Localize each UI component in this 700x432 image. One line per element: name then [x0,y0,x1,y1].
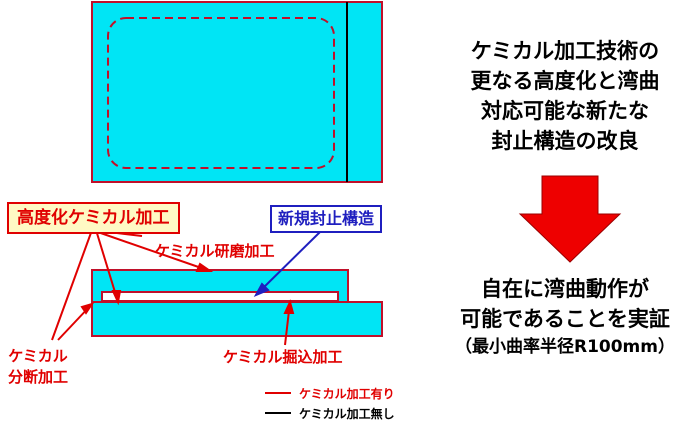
leader-cut-a [51,229,93,341]
top-view-panel [91,1,383,183]
leader-cut-c-arrow [80,302,95,315]
result-line: 可能であることを実証 [460,307,670,331]
leader-new-structure [257,231,321,294]
legend-red-line [265,392,291,394]
label-chemical-polish: ケミカル研磨加工 [155,242,275,260]
result-line: 自在に湾曲動作が [481,277,649,301]
heading-line: 封止構造の改良 [491,129,639,153]
heading-line: ケミカル加工技術の [470,39,660,63]
down-arrow-icon [518,175,622,263]
leader-new-structure-arrow [253,282,270,298]
top-view-dashed-outline [107,17,335,169]
label-cut-line: ケミカル [8,347,68,365]
result-text: 自在に湾曲動作が 可能であることを実証 （最小曲率半径R100mm） [430,274,700,360]
legend-with-label: ケミカル加工有り [299,386,395,401]
leader-cut-b-arrow [111,290,122,306]
legend-black-line [265,412,291,414]
label-chemical-engrave: ケミカル掘込加工 [223,348,343,366]
result-sub: （最小曲率半径R100mm） [454,337,675,357]
legend-without-label: ケミカル加工無し [299,406,395,421]
heading-text: ケミカル加工技術の 更なる高度化と湾曲 対応可能な新たな 封止構造の改良 [430,36,700,156]
heading-line: 対応可能な新たな [481,99,649,123]
legend-without: ケミカル加工無し [265,404,395,422]
leader-engrave-arrow [283,299,295,314]
leader-polish-a-arrow [195,262,214,272]
sealed-cavity [101,291,339,302]
label-advanced-chemical: 高度化ケミカル加工 [7,202,180,234]
label-cut-line: 分断加工 [8,368,69,386]
legend-with: ケミカル加工有り [265,384,395,402]
label-chemical-cut: ケミカル 分断加工 [8,346,68,388]
bottom-substrate [91,301,383,337]
label-new-structure: 新規封止構造 [270,205,383,233]
leader-polish-a [91,229,211,272]
heading-line: 更なる高度化と湾曲 [470,69,660,93]
